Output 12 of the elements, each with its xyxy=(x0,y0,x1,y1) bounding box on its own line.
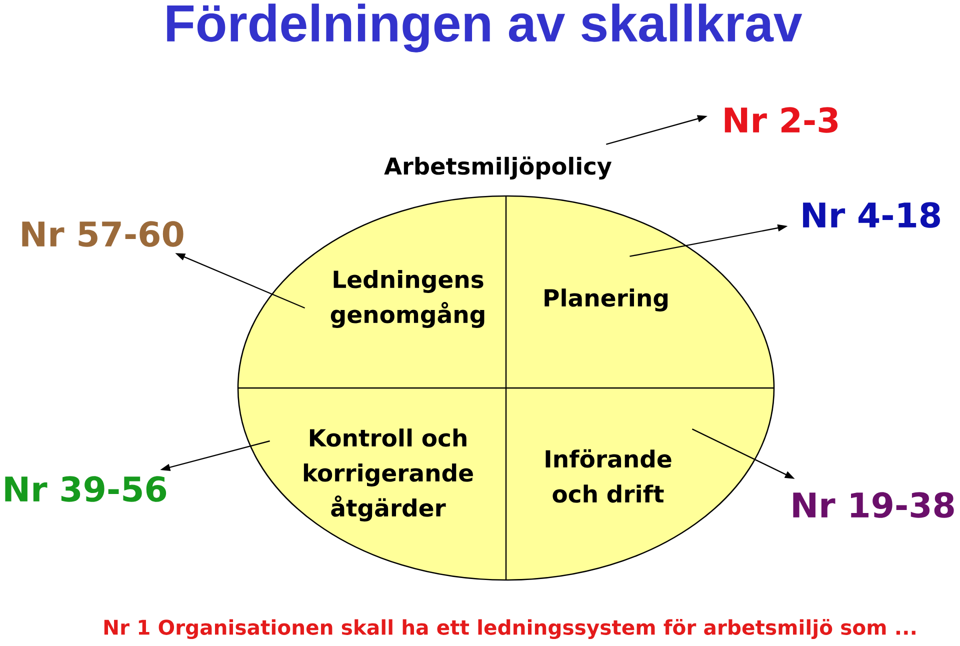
title: Fördelningen av skallkrav xyxy=(167,4,802,52)
reference-label: Nr 39-56 xyxy=(5,476,166,502)
reference-label: Nr 4-18 xyxy=(803,202,940,228)
quadrant: Planering xyxy=(506,196,774,388)
quadrant: Införande och drift xyxy=(506,388,774,580)
quadrant: Kontroll och korrigerande åtgärder xyxy=(238,388,506,580)
reference-label: Nr 2-3 xyxy=(724,107,838,133)
reference-label: Nr 57-60 xyxy=(22,221,184,247)
quadrant: Ledningens genomgång xyxy=(238,196,506,388)
heading: Arbetsmiljöpolicy xyxy=(384,156,612,180)
footnote: Nr 1 Organisationen skall ha ett ledningssystem för arbetsmiljö som ... xyxy=(104,618,916,640)
reference-label: Nr 19-38 xyxy=(793,492,954,518)
